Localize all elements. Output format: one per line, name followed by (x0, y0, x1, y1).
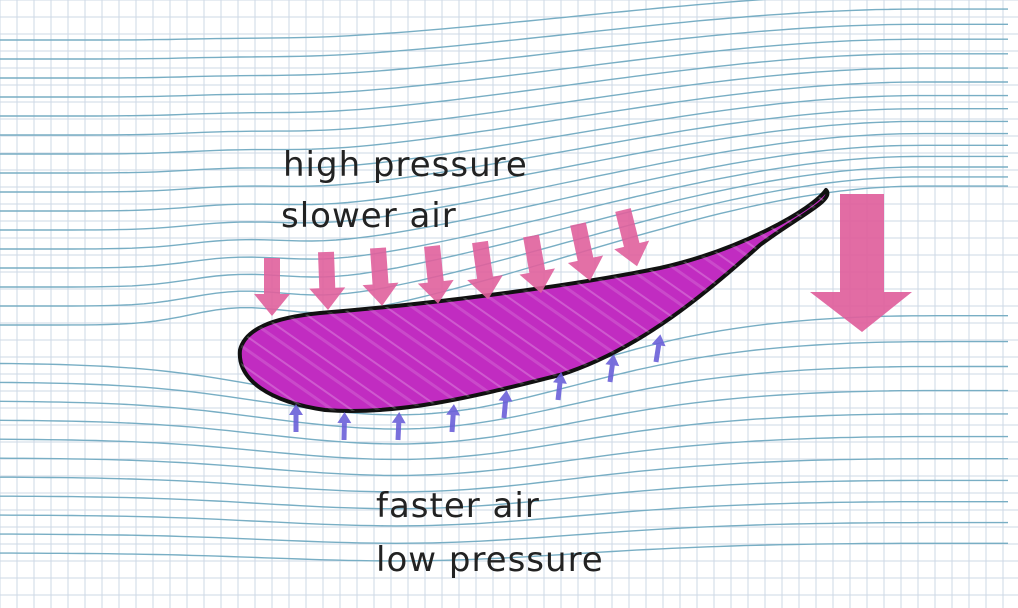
streamline (0, 132, 1008, 231)
streamline (0, 67, 1008, 136)
pressure-arrow-up-icon (552, 372, 567, 401)
pressure-arrow-up-icon (446, 404, 461, 433)
streamline (0, 94, 1008, 174)
streamline (0, 155, 1008, 269)
pressure-arrow-up-icon (605, 354, 620, 383)
pressure-arrow-down-icon (309, 251, 346, 310)
streamline (0, 435, 1008, 477)
streamline (0, 108, 1008, 193)
pressure-arrow-up-icon (289, 404, 303, 432)
pressure-arrow-up-icon (651, 334, 666, 363)
pressure-arrow-up-icon (391, 412, 406, 441)
label-faster-air: faster air (376, 486, 540, 526)
big-arrow-down-icon (810, 194, 912, 332)
streamline (0, 479, 1008, 510)
pressure-arrow-down-icon (567, 222, 604, 281)
pressure-arrow-down-icon (362, 247, 399, 306)
pressure-arrow-up-icon (337, 412, 352, 441)
streamline (0, 38, 1008, 98)
streamline (0, 144, 1008, 250)
streamline (0, 542, 1008, 562)
pressure-arrow-down-icon (614, 208, 650, 267)
pressure-arrow-down-icon (417, 245, 454, 304)
label-low-pressure: low pressure (376, 540, 604, 580)
streamline (0, 413, 1008, 461)
pressure-arrow-down-icon (519, 234, 555, 294)
pressure-arrow-down-icon (467, 240, 503, 300)
streamline (0, 23, 1008, 79)
streamline (0, 120, 1008, 212)
streamline (0, 8, 1008, 60)
streamline (0, 185, 1008, 326)
streamline (0, 81, 1008, 155)
streamline (0, 0, 767, 41)
streamline (0, 501, 1008, 527)
streamline (0, 521, 1008, 545)
streamline (0, 458, 1008, 493)
streamline (0, 176, 1008, 307)
streamline (0, 53, 1008, 117)
label-slower-air: slower air (281, 196, 457, 236)
streamline (0, 389, 1008, 445)
pressure-arrow-down-icon (254, 258, 290, 316)
pressure-arrow-up-icon (498, 390, 513, 419)
streamlines (0, 0, 1008, 562)
streamline (0, 166, 1008, 288)
high-pressure-arrows (254, 208, 650, 316)
streamline (0, 365, 1008, 430)
low-pressure-arrows (289, 334, 666, 441)
label-high-pressure: high pressure (283, 145, 528, 185)
airfoil-texture (239, 190, 828, 412)
